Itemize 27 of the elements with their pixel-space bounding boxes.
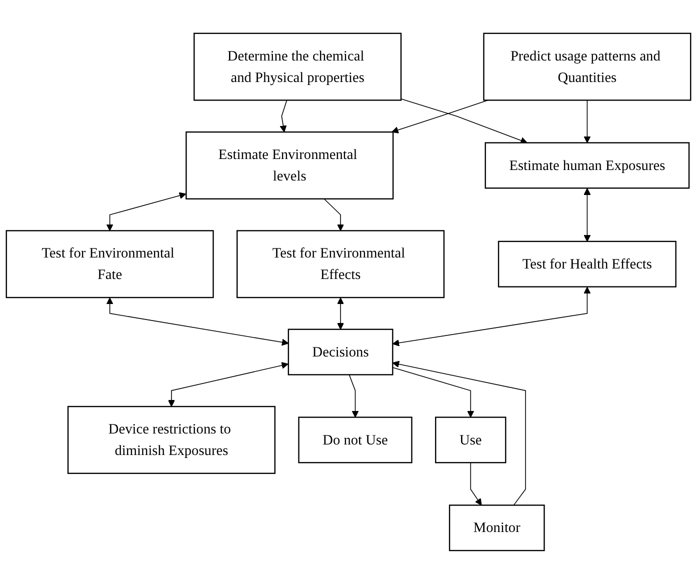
arrow [324, 198, 344, 231]
node-box: Estimate Environmental levels [186, 130, 394, 199]
arrow [392, 366, 474, 418]
node-box: Predict usage patterns and Quantities [483, 32, 692, 100]
node-box: Test for Environmental Fate [6, 230, 214, 298]
arrow [400, 98, 528, 144]
arrow [392, 360, 526, 506]
arrow [584, 99, 591, 143]
node-box: Determine the chemical and Physical properties [194, 32, 402, 100]
arrow [280, 99, 288, 132]
node-box: Use [435, 416, 506, 463]
node-box: Estimate human Exposures [484, 142, 690, 188]
arrow [106, 297, 289, 346]
arrow [106, 192, 186, 231]
arrow [348, 374, 359, 418]
arrow [168, 362, 288, 406]
arrow [392, 286, 591, 346]
node-box: Test for Environmental Effects [236, 230, 445, 298]
node-box: Device restrictions to diminish Exposures [67, 405, 276, 474]
node-box: Test for Health Effects [498, 240, 676, 287]
arrow [337, 297, 344, 330]
arrow [470, 462, 482, 506]
node-box: Decisions [288, 328, 394, 375]
node-box: Do not Use [298, 416, 412, 463]
arrow [392, 99, 488, 133]
node-box: Monitor [448, 504, 545, 551]
arrow [584, 188, 591, 242]
